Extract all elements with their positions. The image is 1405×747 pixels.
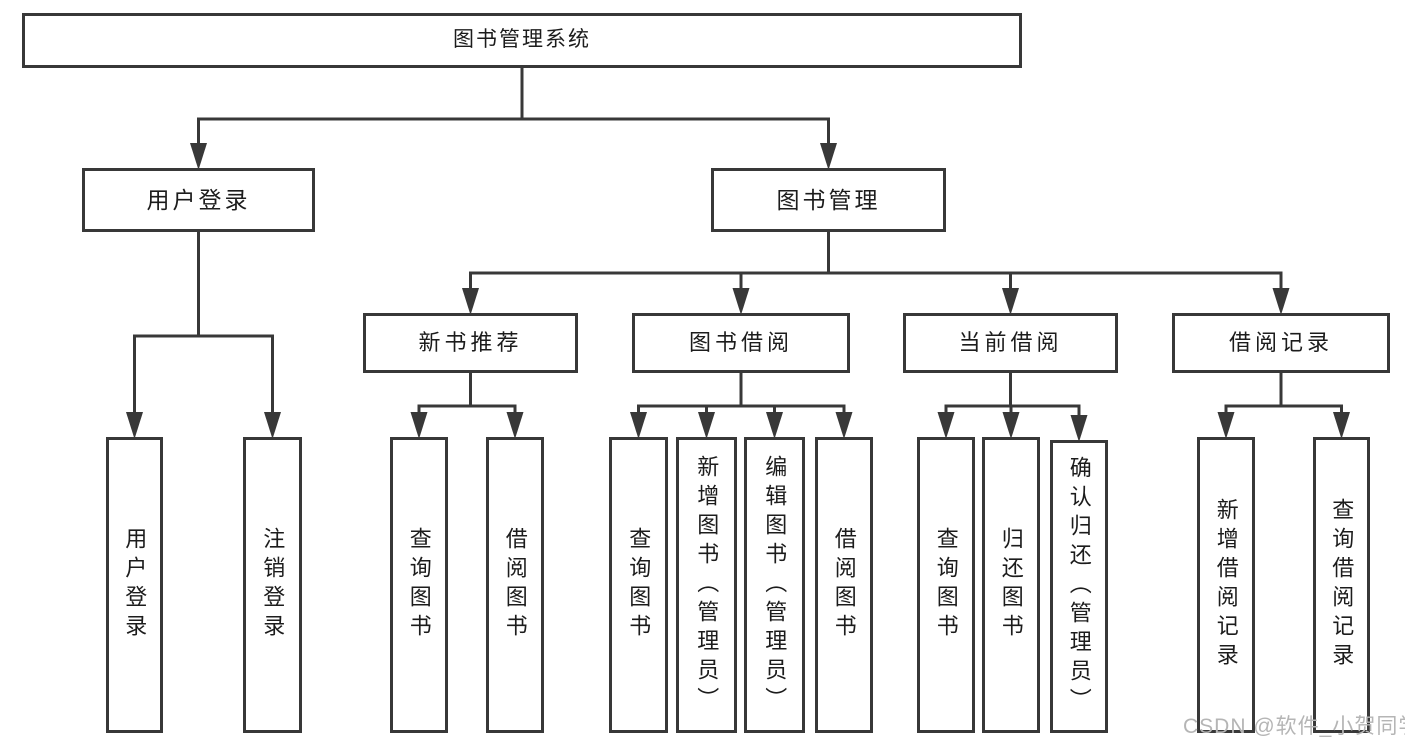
node-leaf-confirm-return: 确认归还（管理员） [1050, 440, 1108, 733]
node-label: 借阅记录 [1228, 330, 1333, 356]
arrow-head-icon [1002, 412, 1020, 439]
node-leaf-user-login: 用户登录 [106, 437, 163, 733]
node-label: 图书借阅 [688, 330, 793, 356]
node-label: 图书管理系统 [453, 28, 591, 52]
arrow-head-icon [506, 412, 524, 439]
arrow-head-icon [1002, 288, 1019, 315]
node-root: 图书管理系统 [22, 13, 1022, 68]
node-new-book-rec: 新书推荐 [363, 313, 578, 373]
node-borrow-records: 借阅记录 [1172, 313, 1390, 373]
arrow-head-icon [630, 412, 647, 439]
arrow-head-icon [264, 412, 281, 439]
node-label: 查询图书 [933, 527, 959, 643]
node-label: 用户登录 [146, 186, 251, 213]
node-leaf-return-book: 归还图书 [982, 437, 1040, 733]
arrow-head-icon [126, 412, 143, 439]
node-label: 查询借阅记录 [1329, 498, 1355, 672]
arrow-head-icon [1272, 288, 1290, 315]
node-leaf-query-book-1: 查询图书 [390, 437, 448, 733]
node-label: 借阅图书 [502, 527, 528, 643]
node-label: 编辑图书（管理员） [762, 454, 788, 716]
node-label: 新增图书（管理员） [694, 454, 720, 716]
node-book-borrow: 图书借阅 [632, 313, 850, 373]
node-leaf-logout: 注销登录 [243, 437, 302, 733]
node-label: 注销登录 [260, 527, 286, 643]
node-label: 新增借阅记录 [1213, 498, 1239, 672]
node-book-mgmt: 图书管理 [711, 168, 946, 232]
arrow-head-icon [732, 288, 750, 315]
node-label: 新书推荐 [418, 330, 523, 356]
arrow-head-icon [1333, 412, 1350, 439]
node-user-login: 用户登录 [82, 168, 315, 232]
node-label: 当前借阅 [958, 330, 1063, 356]
node-label: 确认归还（管理员） [1066, 456, 1092, 717]
node-leaf-borrow-book-1: 借阅图书 [486, 437, 544, 733]
arrow-head-icon [766, 412, 783, 439]
node-label: 用户登录 [122, 527, 148, 643]
watermark: CSDN @软件_小贺同学 [1183, 715, 1405, 738]
node-leaf-query-record: 查询借阅记录 [1313, 437, 1370, 733]
node-leaf-edit-book: 编辑图书（管理员） [744, 437, 805, 733]
arrow-head-icon [698, 412, 715, 439]
node-label: 借阅图书 [831, 527, 857, 643]
node-leaf-add-book: 新增图书（管理员） [676, 437, 737, 733]
arrow-head-icon [410, 412, 428, 439]
node-label: 图书管理 [776, 186, 881, 213]
arrow-head-icon [462, 288, 479, 315]
node-leaf-add-record: 新增借阅记录 [1197, 437, 1255, 733]
node-leaf-query-book-2: 查询图书 [609, 437, 668, 733]
arrow-head-icon [820, 143, 837, 170]
arrow-head-icon [1070, 415, 1088, 442]
node-current-borrow: 当前借阅 [903, 313, 1118, 373]
node-leaf-borrow-book-2: 借阅图书 [815, 437, 873, 733]
arrow-head-icon [1217, 412, 1235, 439]
arrow-head-icon [937, 412, 955, 439]
node-label: 查询图书 [626, 527, 652, 643]
node-leaf-query-book-3: 查询图书 [917, 437, 975, 733]
arrow-head-icon [835, 412, 853, 439]
node-label: 归还图书 [998, 527, 1024, 643]
arrow-head-icon [190, 143, 207, 170]
node-label: 查询图书 [406, 527, 432, 643]
